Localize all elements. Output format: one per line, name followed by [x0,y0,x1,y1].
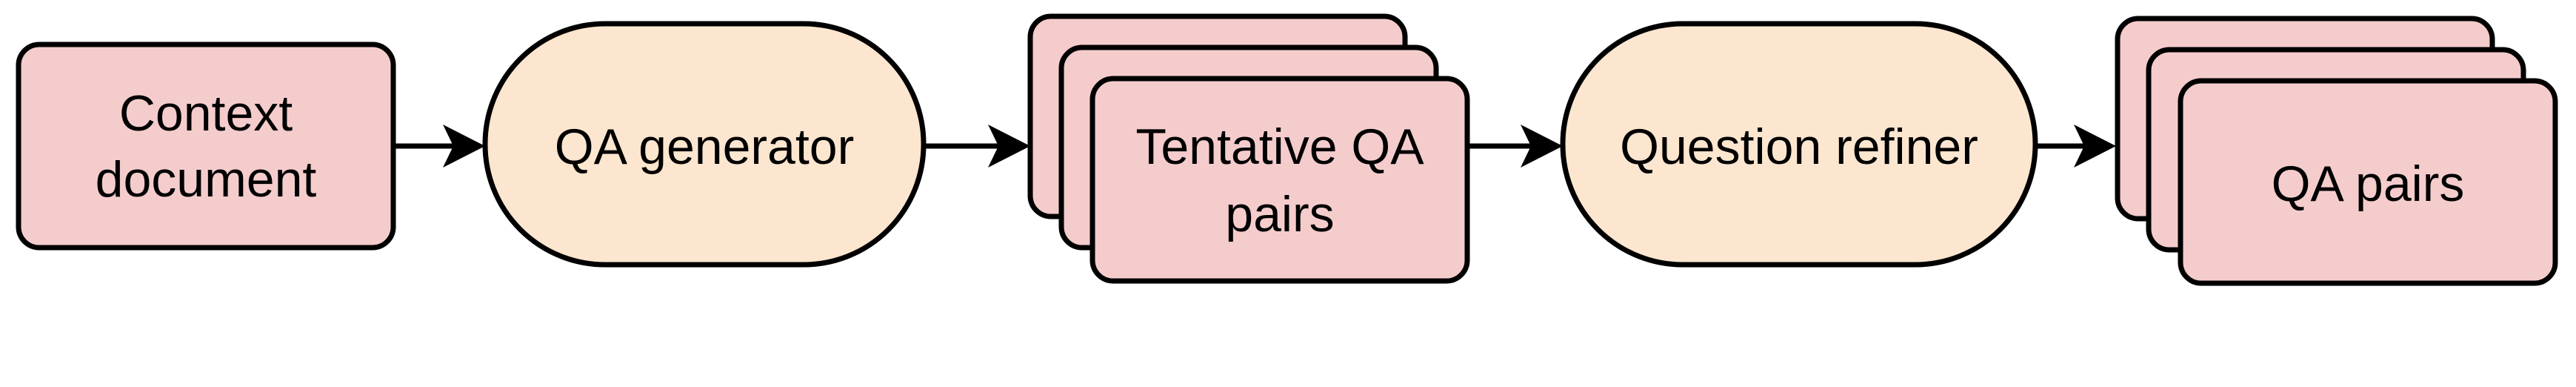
context-document-box [16,42,396,251]
arrow-tentative-to-refiner [1467,125,1563,168]
arrow-refiner-to-qa-pairs [2035,125,2116,168]
qa-generator-node: QA generator [482,21,927,268]
arrow-context-to-generator [393,125,485,168]
qa-pairs-label: QA pairs [2272,156,2465,212]
question-refiner-node: Question refiner [1560,21,2038,268]
qa-generator-label: QA generator [555,119,854,175]
context-document-label-line2: document [96,151,317,208]
tentative-qa-pairs-card-front [1090,76,1470,284]
tentative-qa-pairs-stack: Tentative QA pairs [1027,13,1470,284]
tentative-qa-pairs-label-line1: Tentative QA [1135,119,1424,175]
qa-pairs-card-front [2178,78,2558,286]
qa-pairs-stack: QA pairs [2115,16,2558,286]
arrow-generator-to-tentative [924,125,1030,168]
context-document-label-line1: Context [119,85,293,142]
question-refiner-label: Question refiner [1620,119,1978,175]
tentative-qa-pairs-label-line2: pairs [1225,186,1334,242]
context-document-node: Context document [16,42,396,251]
